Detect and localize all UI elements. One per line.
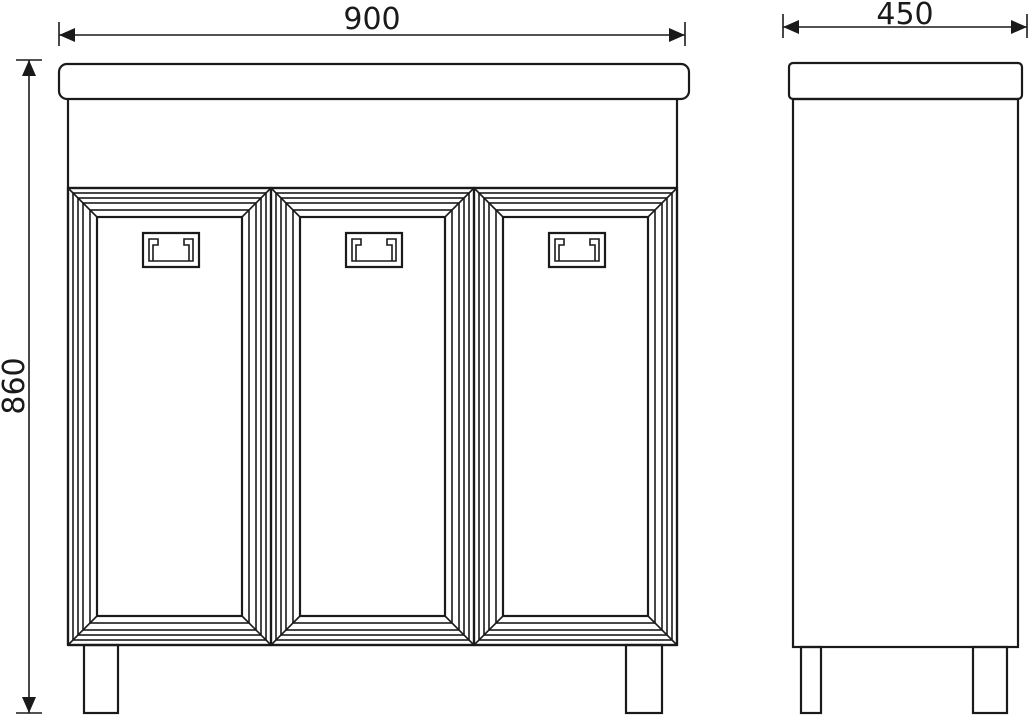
width-dimension: 900 bbox=[58, 2, 686, 46]
front-leg-left bbox=[82, 643, 120, 715]
depth-label: 450 bbox=[876, 0, 933, 32]
width-label: 900 bbox=[343, 2, 400, 37]
front-leg-right bbox=[624, 643, 664, 715]
height-label: 860 bbox=[0, 357, 32, 414]
door-panel-2 bbox=[269, 186, 476, 647]
height-dimension: 860 bbox=[0, 59, 42, 714]
side-leg-back bbox=[971, 645, 1009, 715]
door-panel-3 bbox=[472, 186, 679, 647]
door-panel-1 bbox=[66, 186, 273, 647]
side-body bbox=[791, 97, 1020, 649]
door-handle-icon bbox=[141, 231, 201, 269]
depth-dimension: 450 bbox=[782, 0, 1028, 38]
side-leg-front bbox=[799, 645, 823, 715]
front-view bbox=[57, 62, 691, 715]
side-countertop bbox=[787, 61, 1024, 101]
front-countertop bbox=[57, 62, 691, 101]
side-view bbox=[787, 61, 1024, 715]
